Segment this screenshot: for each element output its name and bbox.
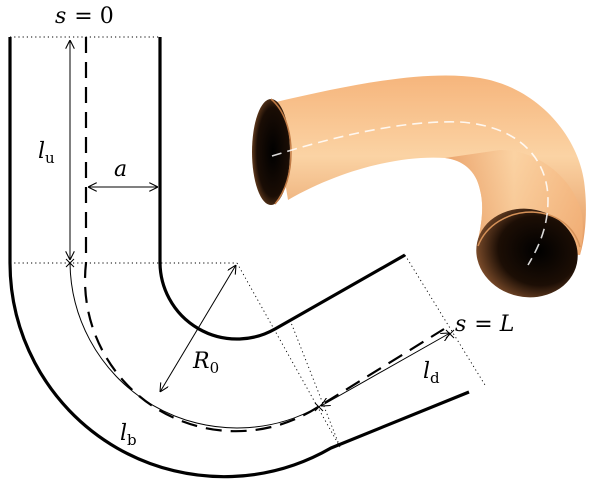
guide-lines [10, 36, 486, 448]
downstream-length-arrow [321, 333, 450, 406]
label-l-d: ld [423, 359, 440, 387]
label-s-start: s= 0 [55, 4, 114, 29]
label-a: a [114, 157, 127, 182]
label-s-end: s= L [455, 312, 514, 337]
tube-3d-render [252, 75, 586, 298]
tube-left-rim [270, 98, 292, 205]
upstream-tick [65, 258, 75, 268]
downstream-tick [314, 402, 324, 412]
tube-centerline-highlight [271, 121, 549, 266]
label-l-b: lb [120, 421, 137, 449]
outer-wall [8, 37, 470, 479]
tube-left-opening [252, 99, 290, 205]
label-R0: R0 [192, 349, 219, 377]
tube-bottom-opening [476, 208, 578, 298]
end-tick [445, 329, 455, 339]
bend-radius-arrow [160, 265, 236, 392]
bend-length-arc [69, 262, 319, 429]
label-l-u: lu [38, 139, 55, 167]
tube-bottom-rim [477, 211, 581, 248]
